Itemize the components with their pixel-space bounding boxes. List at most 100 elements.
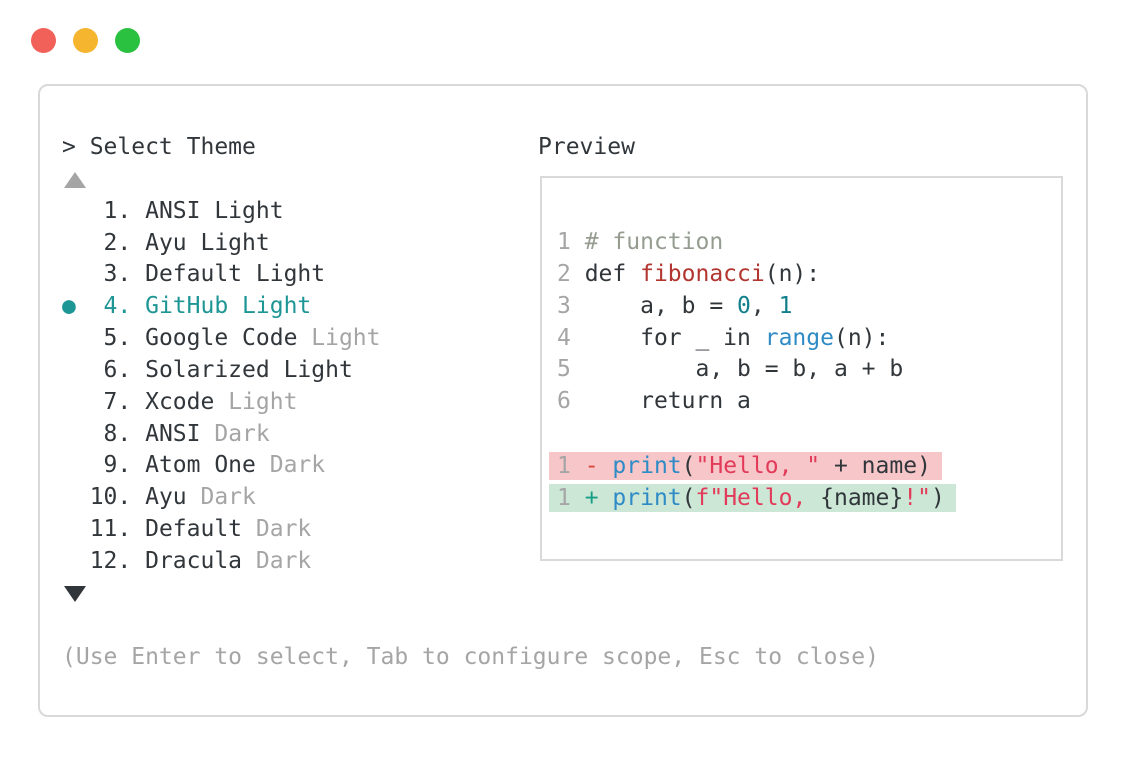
close-button[interactable] — [31, 28, 56, 53]
diff-highlight-added: 1 + print(f"Hello, {name}!") — [549, 483, 956, 512]
item-label: Default — [145, 516, 256, 543]
code-token: def — [584, 260, 641, 287]
line-number: 4 — [557, 324, 585, 351]
code-line: 1 # function — [557, 227, 956, 259]
code-token: range — [764, 324, 834, 351]
code-line: 2 def fibonacci(n): — [557, 259, 956, 291]
theme-selector-dialog: > Select Theme 1. ANSI Light 2. Ayu Ligh… — [38, 84, 1088, 717]
theme-list-item[interactable]: 7. Xcode Light — [62, 387, 879, 419]
keyboard-hints: (Use Enter to select, Tab to configure s… — [62, 643, 879, 670]
code-token: for _ in — [584, 324, 765, 351]
theme-list-item[interactable]: 10. Ayu Dark — [62, 482, 879, 514]
item-label: Xcode — [145, 388, 229, 415]
line-number: 2 — [557, 260, 585, 287]
item-label: GitHub Light — [145, 293, 312, 320]
line-number: 6 — [557, 388, 585, 415]
code-token: ) — [930, 484, 945, 511]
preview-label: Preview — [538, 134, 635, 160]
item-label: Atom One — [145, 452, 270, 479]
minimize-button[interactable] — [73, 28, 98, 53]
item-number: 12. — [89, 547, 146, 574]
theme-list-item[interactable]: 5. Google Code Light — [62, 323, 879, 355]
item-number: 2. — [89, 229, 146, 256]
code-token: f"Hello, — [695, 484, 821, 511]
theme-list-item[interactable]: ● 4. GitHub Light — [62, 291, 879, 323]
line-number: 1 — [557, 484, 585, 511]
spacer-row — [62, 610, 879, 642]
code-token: # function — [584, 229, 724, 255]
code-token: {name} — [820, 484, 904, 511]
code-token: "Hello, " — [695, 452, 821, 479]
code-token: print — [612, 452, 682, 479]
code-token: 1 — [778, 292, 793, 319]
item-number: 9. — [89, 452, 146, 479]
code-token: + name) — [820, 452, 931, 479]
theme-list: 1. ANSI Light 2. Ayu Light 3. Default Li… — [62, 196, 879, 578]
theme-list-item[interactable]: 12. Dracula Dark — [62, 546, 879, 578]
item-label: Default Light — [145, 261, 326, 288]
code-token: (n): — [833, 324, 890, 351]
item-number: 4. — [89, 293, 146, 320]
item-label: Dark — [214, 420, 270, 447]
code-token: 0 — [737, 292, 751, 319]
item-label: Dark — [200, 484, 256, 511]
line-number: 3 — [557, 292, 585, 319]
item-label: Google Code — [145, 325, 312, 352]
item-label: Dracula — [145, 547, 256, 574]
item-label: Light — [311, 325, 381, 352]
item-number: 8. — [89, 420, 146, 447]
window-controls — [31, 28, 140, 53]
maximize-button[interactable] — [115, 28, 140, 53]
code-token: fibonacci — [640, 260, 765, 287]
item-label: Dark — [269, 452, 326, 479]
item-label: Ayu — [145, 484, 201, 511]
theme-list-item[interactable]: 8. ANSI Dark — [62, 419, 879, 451]
line-number: 1 — [557, 452, 585, 479]
code-line: 6 return a — [557, 386, 956, 418]
code-token: (n): — [764, 260, 821, 287]
scroll-up-icon[interactable] — [64, 171, 86, 188]
diff-line-added: 1 + print(f"Hello, {name}!") — [549, 482, 956, 514]
code-token: ( — [681, 452, 696, 479]
item-number: 6. — [89, 356, 146, 383]
code-token: !" — [903, 484, 931, 511]
code-token: , — [750, 292, 779, 319]
theme-list-item[interactable]: 11. Default Dark — [62, 514, 879, 546]
select-theme-header: > Select Theme — [62, 134, 256, 160]
scroll-down-icon[interactable] — [64, 585, 86, 602]
item-label: Dark — [255, 547, 312, 574]
theme-list-item[interactable]: 1. ANSI Light — [62, 196, 879, 228]
theme-list-item[interactable]: 2. Ayu Light — [62, 228, 879, 260]
theme-list-item[interactable]: 6. Solarized Light — [62, 355, 879, 387]
selected-dot-icon: ● — [62, 293, 90, 320]
item-number: 11. — [89, 516, 146, 543]
theme-list-item[interactable]: 3. Default Light — [62, 259, 879, 291]
line-number: 1 — [557, 229, 585, 255]
item-number: 3. — [89, 261, 146, 288]
code-token: + — [584, 484, 613, 511]
item-label: Ayu Light — [145, 229, 270, 256]
code-token: print — [612, 484, 682, 511]
code-token: a, b = b, a + b — [584, 356, 904, 383]
code-token: return a — [584, 388, 751, 415]
item-label: ANSI — [145, 420, 215, 447]
item-number: 10. — [89, 484, 146, 511]
code-token: - — [584, 452, 613, 479]
item-label: Light — [228, 388, 298, 415]
scroll-up-row — [62, 164, 879, 196]
item-label: ANSI Light — [145, 197, 284, 224]
code-token: a, b = — [584, 292, 738, 319]
item-number: 5. — [89, 325, 146, 352]
code-token: ( — [681, 484, 696, 511]
code-line: 4 for _ in range(n): — [557, 323, 956, 355]
diff-highlight-removed: 1 - print("Hello, " + name) — [549, 451, 942, 480]
item-label: Dark — [255, 516, 312, 543]
diff-line-removed: 1 - print("Hello, " + name) — [549, 450, 956, 482]
theme-selector-column: > Select Theme 1. ANSI Light 2. Ayu Ligh… — [62, 132, 879, 673]
scroll-down-row — [62, 578, 879, 610]
theme-list-item[interactable]: 9. Atom One Dark — [62, 450, 879, 482]
item-label: Solarized Light — [145, 356, 353, 383]
code-line: 5 a, b = b, a + b — [557, 354, 956, 386]
